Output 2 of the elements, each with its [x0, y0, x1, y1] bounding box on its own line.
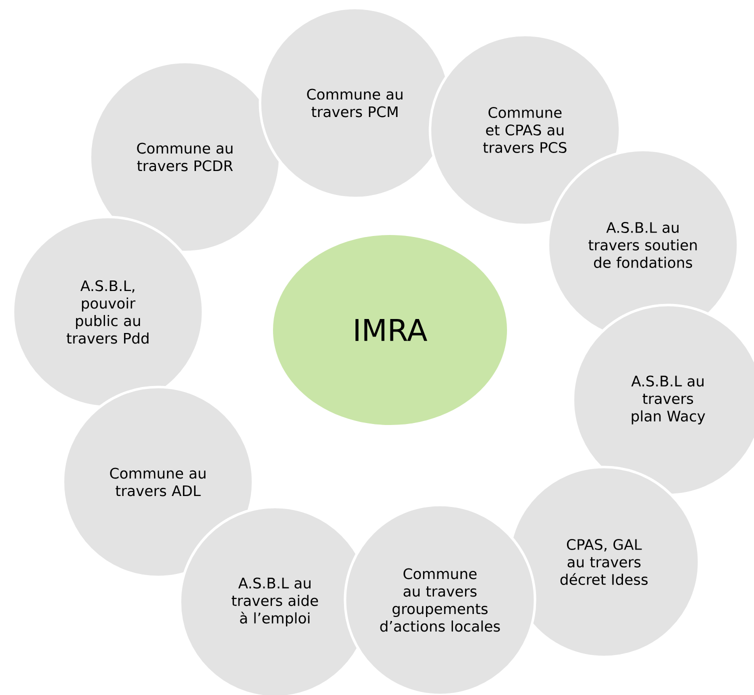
node-label: Commune au travers groupements d’actions locales: [380, 568, 500, 632]
node-label: A.S.B.L au travers plan Wacy: [631, 376, 706, 424]
